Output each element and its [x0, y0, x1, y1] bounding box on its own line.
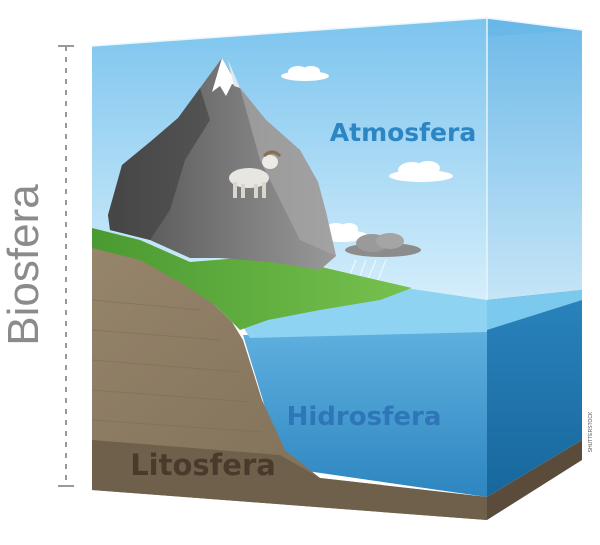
- water-front-face: [243, 330, 487, 497]
- mountain: [108, 58, 336, 270]
- hydrosphere-label: Hidrosfera: [287, 402, 442, 432]
- cloud-icon: [281, 66, 329, 81]
- atmosphere-label: Atmosfera: [330, 118, 476, 147]
- biosphere-bracket: [58, 45, 74, 487]
- goat-icon: [229, 150, 282, 198]
- soil-front-face: [92, 228, 487, 520]
- sky-side-face: [487, 18, 582, 300]
- water-side-face: [487, 290, 582, 497]
- soil-bottom-band: [92, 440, 487, 520]
- grass-area: [92, 228, 412, 330]
- rain-cloud-icon: [345, 233, 421, 287]
- biosphere-label: Biosfera: [0, 184, 48, 346]
- cloud-icon: [389, 161, 453, 182]
- lithosphere-label: Litosfera: [130, 448, 276, 482]
- soil-side-face: [487, 440, 582, 520]
- lithosphere-region: [91, 228, 582, 520]
- watermark-text: SHUTTERSTOCK: [588, 411, 594, 452]
